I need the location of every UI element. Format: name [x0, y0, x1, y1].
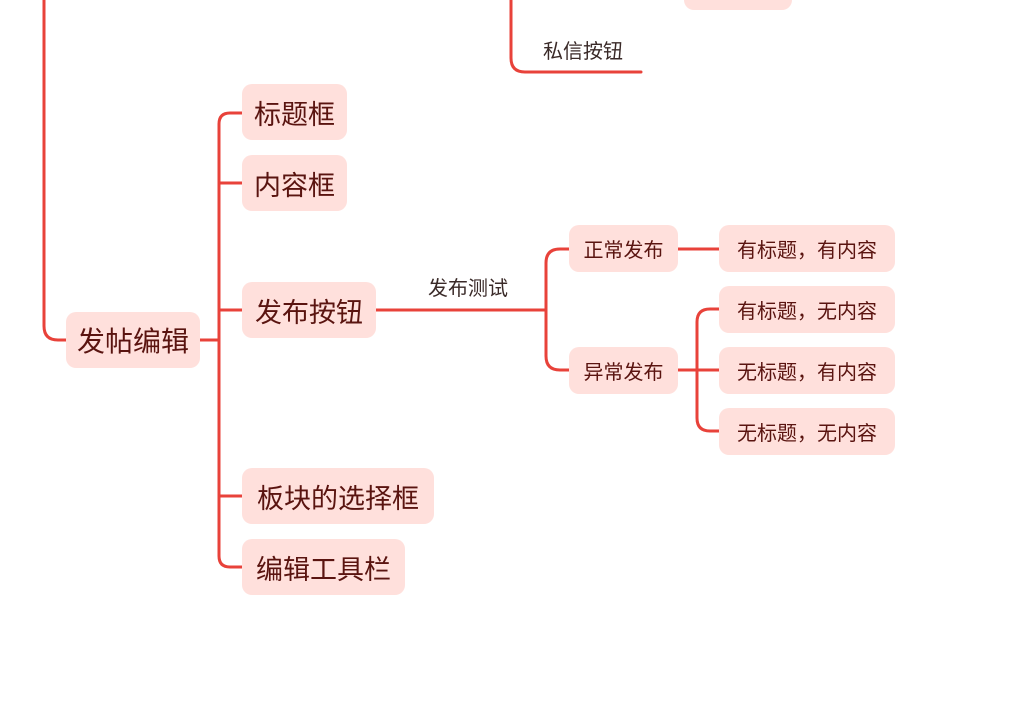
node-publish-button[interactable]: 发布按钮 [242, 282, 376, 338]
private-message-button-label: 私信按钮 [543, 39, 623, 63]
leaf-title-no-content[interactable]: 有标题，无内容 [719, 286, 895, 333]
leaf-no-title-no-content[interactable]: 无标题，无内容 [719, 408, 895, 455]
node-content-box[interactable]: 内容框 [242, 155, 347, 211]
top-fragment-line [509, 0, 643, 74]
node-edit-toolbar[interactable]: 编辑工具栏 [242, 539, 405, 595]
edge-label-publish-test: 发布测试 [428, 276, 508, 300]
node-abnormal-publish[interactable]: 异常发布 [569, 347, 678, 394]
node-section-select-box[interactable]: 板块的选择框 [242, 468, 434, 524]
level3-bracket [544, 247, 571, 372]
node-normal-publish[interactable]: 正常发布 [569, 225, 678, 272]
leaf-no-title-with-content[interactable]: 无标题，有内容 [719, 347, 895, 394]
trunk-line [42, 0, 68, 342]
node-title-box[interactable]: 标题框 [242, 84, 347, 140]
level2-bracket [217, 111, 244, 569]
leaf-title-and-content[interactable]: 有标题，有内容 [719, 225, 895, 272]
root-node-post-edit[interactable]: 发帖编辑 [66, 312, 200, 368]
top-fragment-node[interactable] [684, 0, 792, 10]
